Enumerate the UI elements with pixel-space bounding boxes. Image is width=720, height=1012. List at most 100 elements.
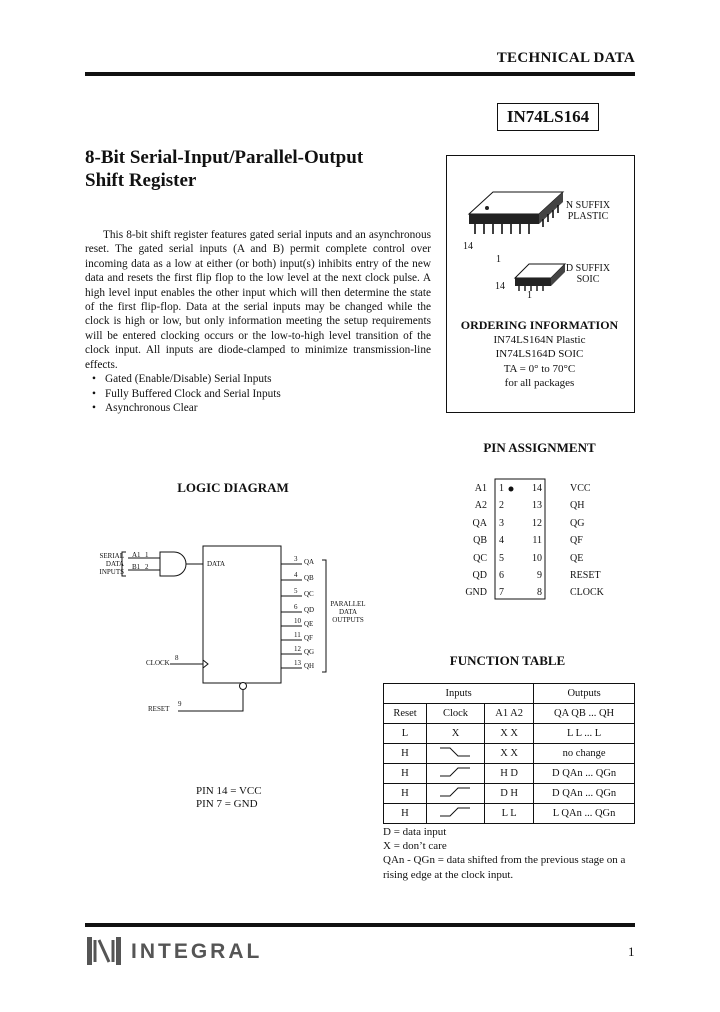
pin-left-number: 7 — [499, 587, 504, 599]
description: This 8-bit shift register features gated… — [85, 228, 431, 372]
output-pin-number: 13 — [294, 659, 301, 667]
reset-cell: H — [383, 763, 427, 784]
d-pin14-label: 14 — [495, 281, 505, 292]
serial-data-inputs-label: SERIAL DATA INPUTS — [99, 552, 124, 576]
ab-cell: H D — [484, 763, 535, 784]
feature-item: Asynchronous Clear — [92, 401, 422, 416]
top-rule — [85, 72, 635, 76]
rising-edge-icon — [440, 807, 471, 817]
pin-right-name: QH — [570, 500, 585, 512]
part-number-box: IN74LS164 — [497, 103, 599, 131]
q-cell: no change — [533, 743, 635, 764]
reset-label: RESET — [148, 705, 170, 713]
dip-package-icon — [467, 191, 565, 234]
pin-left-name: QA — [472, 517, 487, 529]
output-pin-number: 11 — [294, 631, 301, 639]
function-table: Inputs Outputs Reset Clock A1 A2 QA QB .… — [382, 683, 635, 824]
pin-right-number: 13 — [532, 500, 542, 512]
output-pin-number: 10 — [294, 617, 301, 625]
q-cell: D QAn ... QGn — [533, 783, 635, 804]
pin-right-number: 8 — [537, 587, 542, 599]
ordering-temp: TA = 0° to 70°C — [503, 362, 576, 375]
ab-cell: X X — [484, 723, 535, 744]
ordering-line-1: IN74LS164N Plastic — [493, 333, 586, 346]
pin-right-name: QG — [570, 517, 585, 529]
pin-right-number: 11 — [532, 535, 542, 547]
col-q: QA QB ... QH — [533, 703, 635, 724]
rising-edge-icon — [440, 787, 471, 797]
n-suffix-label: N SUFFIX PLASTIC — [565, 200, 611, 222]
output-pin-number: 4 — [294, 571, 298, 579]
brand-name: INTEGRAL — [131, 940, 263, 963]
d-suffix-label: D SUFFIX SOIC — [565, 263, 611, 285]
inputs-header: Inputs — [382, 683, 535, 704]
header-label: TECHNICAL DATA — [496, 50, 635, 66]
pin-right-name: CLOCK — [570, 587, 604, 599]
ordering-line-2: IN74LS164D SOIC — [495, 348, 584, 360]
feature-list: Gated (Enable/Disable) Serial Inputs Ful… — [92, 372, 422, 416]
output-pin-number: 12 — [294, 645, 301, 653]
clock-label: CLOCK — [146, 659, 170, 667]
output-pin-number: 6 — [294, 603, 298, 611]
col-ab: A1 A2 — [484, 703, 535, 724]
clock-cell — [425, 803, 486, 824]
q-cell: L L ... L — [533, 723, 635, 744]
logic-diagram — [121, 545, 327, 712]
bottom-rule — [85, 923, 635, 927]
pin1-dot-icon — [508, 486, 514, 492]
ab-cell: X X — [484, 743, 535, 764]
reset-cell: L — [383, 723, 427, 744]
data-label: DATA — [207, 560, 226, 568]
ordering-information: ORDERING INFORMATION IN74LS164N Plastic … — [446, 318, 633, 391]
pin-assignment-chip — [494, 478, 546, 600]
output-name: QC — [304, 590, 314, 598]
package-illustration — [467, 191, 567, 291]
pin-left-number: 1 — [499, 483, 504, 494]
pin-left-number: 6 — [499, 570, 504, 581]
logic-diagram-title: LOGIC DIAGRAM — [177, 480, 289, 495]
reset-pin-label: 9 — [178, 700, 182, 708]
feature-item: Fully Buffered Clock and Serial Inputs — [92, 387, 422, 402]
clock-cell — [425, 763, 486, 784]
rising-edge-icon — [440, 767, 471, 777]
pin-left-number: 4 — [499, 535, 504, 547]
pin-left-number: 3 — [499, 517, 504, 529]
outputs-header: Outputs — [533, 683, 635, 704]
pin-left-name: QB — [473, 535, 487, 547]
q-cell: L QAn ... QGn — [533, 803, 635, 824]
clock-cell — [425, 743, 486, 764]
package-box: N SUFFIX PLASTIC 14 1 D SUFFIX SOIC 14 1 — [446, 155, 635, 413]
power-pins-note: PIN 14 = VCC PIN 7 = GND — [196, 785, 262, 810]
col-reset: Reset — [383, 703, 427, 724]
n-pin1-label: 1 — [496, 254, 501, 265]
output-name: QA — [304, 558, 315, 566]
ab-cell: D H — [484, 783, 535, 804]
b1-pin-label: 2 — [145, 563, 149, 571]
parallel-data-outputs-label: PARALLEL DATA OUTPUTS — [330, 600, 366, 624]
pin-right-number: 12 — [532, 517, 542, 529]
pin-left-number: 5 — [499, 552, 504, 564]
output-name: QE — [304, 620, 314, 628]
pin-left-name: A1 — [474, 483, 487, 494]
description-text: This 8-bit shift register features gated… — [85, 229, 431, 371]
q-cell: D QAn ... QGn — [533, 763, 635, 784]
output-pin-number: 5 — [294, 587, 298, 595]
ordering-heading: ORDERING INFORMATION — [460, 318, 619, 332]
clock-cell — [425, 783, 486, 804]
feature-item: Gated (Enable/Disable) Serial Inputs — [92, 372, 422, 387]
b1-label: B1 — [132, 563, 141, 571]
pin-right-number: 9 — [537, 570, 542, 581]
integral-logo-icon — [87, 937, 121, 965]
output-pin-number: 3 — [294, 555, 298, 563]
pin-right-name: VCC — [570, 483, 591, 494]
pin-left-name: QD — [472, 570, 487, 581]
pin-right-name: QE — [570, 552, 584, 564]
function-table-title: FUNCTION TABLE — [449, 653, 566, 668]
page-title: 8-Bit Serial-Input/Parallel-Output Shift… — [85, 146, 445, 192]
pin-left-name: GND — [465, 587, 487, 599]
a1-label: A1 — [132, 551, 141, 559]
output-name: QG — [304, 648, 315, 656]
